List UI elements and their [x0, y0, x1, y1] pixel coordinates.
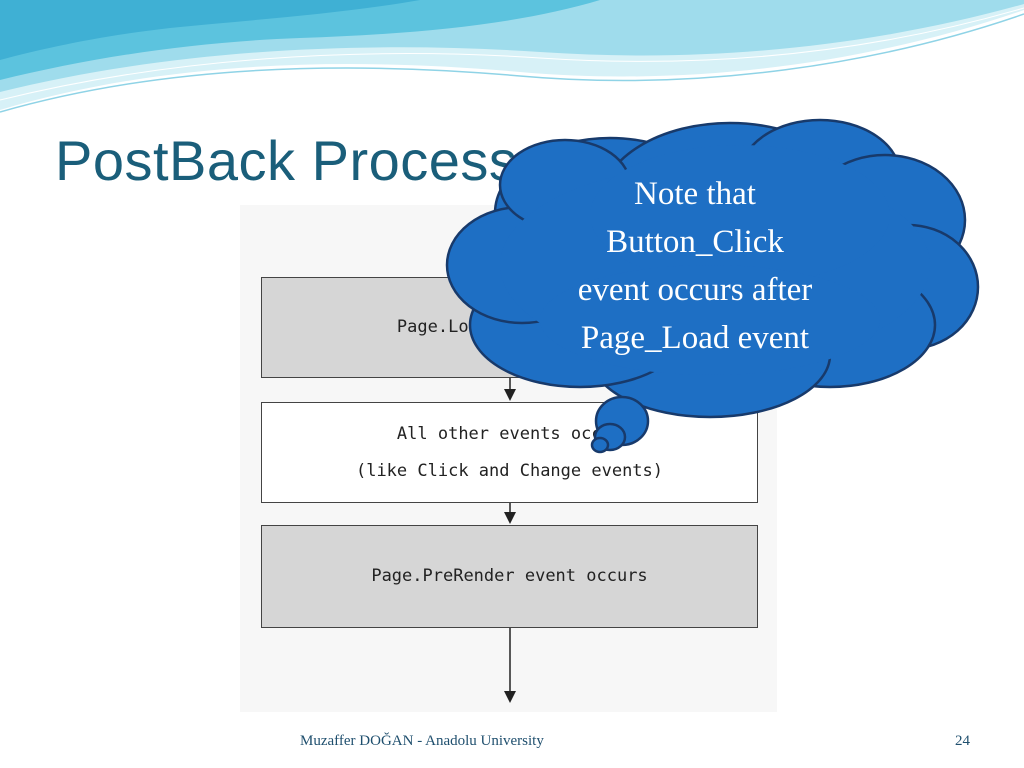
header-wave-decoration	[0, 0, 1024, 113]
flow-step-text: (like Click and Change events)	[355, 460, 664, 481]
note-line: Button_Click	[606, 224, 784, 260]
flow-step-prerender: Page.PreRender event occurs	[261, 525, 758, 628]
thought-cloud-callout	[445, 118, 980, 454]
slide-title: PostBack Process	[55, 129, 518, 192]
arrowhead-bottom	[504, 691, 516, 703]
note-line: Note that	[634, 176, 756, 212]
note-line: Page_Load event	[580, 320, 810, 356]
flow-step-other-events: All other events occur (like Click and C…	[261, 402, 758, 503]
flow-step-text: Page.PreRender event occurs	[371, 566, 648, 586]
callout-note-text: Note that Button_Click event occurs afte…	[530, 170, 860, 362]
arrowhead-1-2	[504, 389, 516, 401]
page-number: 24	[955, 733, 970, 749]
arrowhead-2-3	[504, 512, 516, 524]
slide-footer: Muzaffer DOĞAN - Anadolu University	[300, 733, 544, 749]
note-line: event occurs after	[577, 272, 813, 308]
thought-bubble-small	[590, 436, 610, 454]
flowchart-connectors	[504, 243, 516, 703]
